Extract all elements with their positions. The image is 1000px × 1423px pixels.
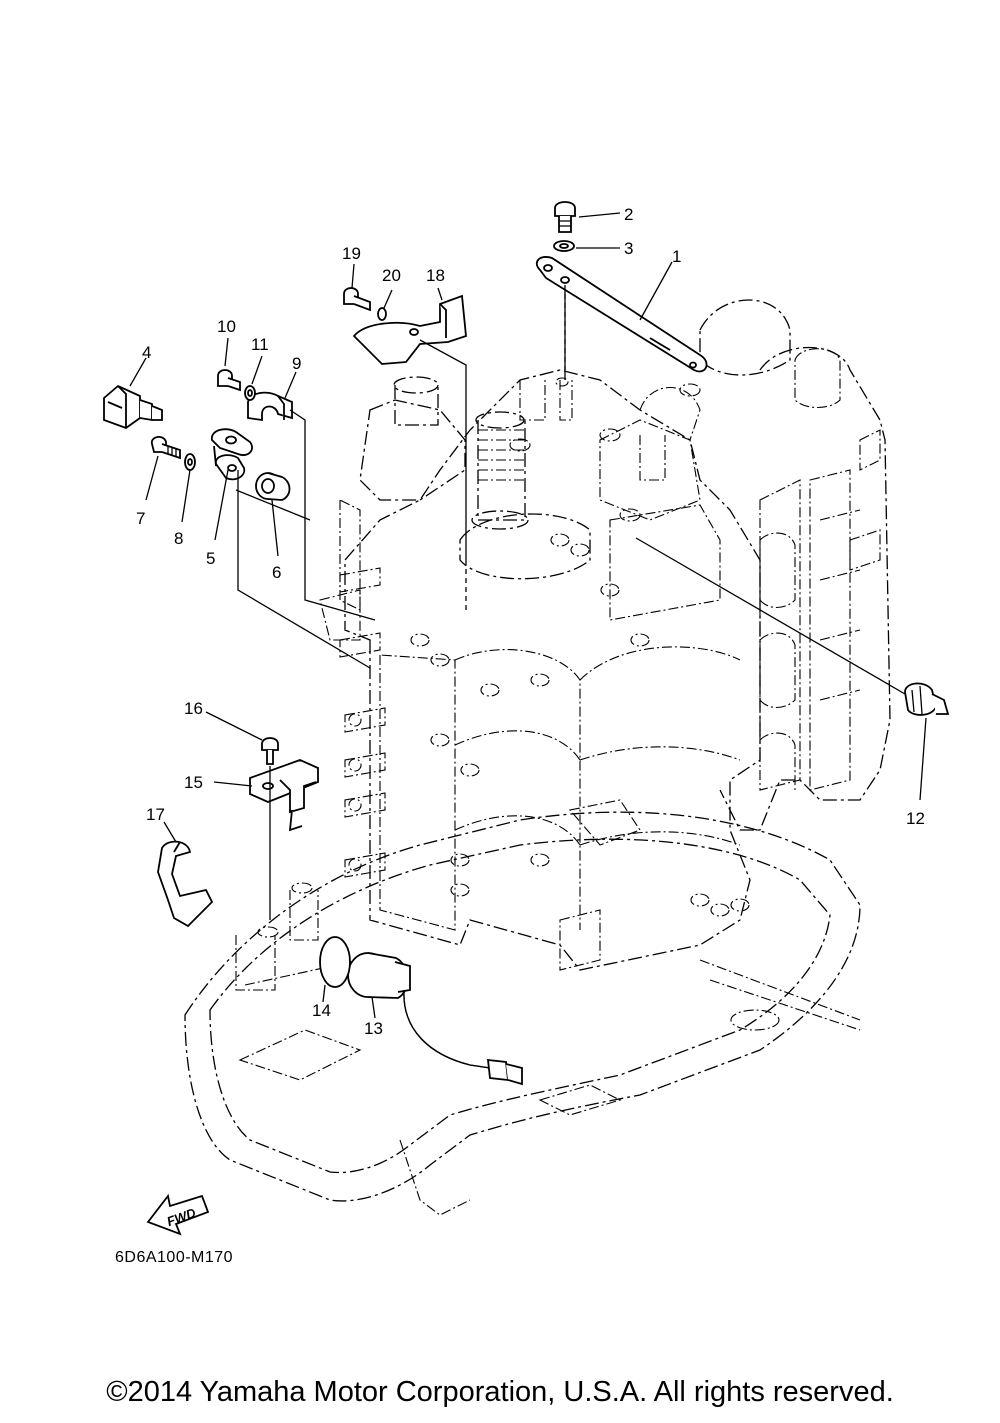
part-9-clamp: [247, 391, 293, 422]
part-15-holder: [249, 759, 319, 832]
callout-8: 8: [174, 529, 183, 548]
engine-ghost-outline: [184, 299, 891, 1216]
part-14-o-ring: [319, 936, 351, 988]
callout-13: 13: [364, 1019, 383, 1038]
fwd-arrow-icon: FWD: [146, 1193, 210, 1236]
callout-6: 6: [272, 563, 281, 582]
part-13-plug-assembly: [347, 952, 523, 1086]
part-6-grommet: [255, 472, 291, 501]
part-2-bolt: [554, 201, 576, 233]
diagram-code: 6D6A100-M170: [115, 1249, 233, 1266]
callout-19: 19: [342, 244, 361, 263]
callout-9: 9: [292, 354, 301, 373]
callout-11: 11: [251, 335, 269, 354]
part-20-washer: [377, 307, 387, 321]
callout-17: 17: [146, 805, 165, 824]
part-11-washer: [244, 385, 256, 401]
callout-12: 12: [906, 809, 925, 828]
callout-10: 10: [217, 317, 236, 336]
part-19-bolt: [343, 287, 371, 312]
assembly-lines: [235, 285, 906, 920]
callout-3: 3: [624, 239, 633, 258]
callout-4: 4: [142, 343, 151, 362]
part-1-bracket: [535, 256, 708, 373]
callout-5: 5: [206, 549, 215, 568]
callout-7: 7: [136, 509, 145, 528]
part-3-washer: [553, 240, 575, 252]
part-12-sensor: [904, 682, 950, 716]
copyright-notice: ©2014 Yamaha Motor Corporation, U.S.A. A…: [106, 1376, 894, 1408]
callout-labels: 2 3 1 19 20 18 10 11 9 4 7 8 5 6 12 16 1…: [136, 205, 925, 1038]
part-7-bolt: [151, 436, 181, 460]
callout-leaders: [129, 212, 927, 1019]
callout-2: 2: [624, 205, 633, 224]
part-10-bolt: [217, 369, 241, 392]
part-4-sensor: [103, 384, 163, 430]
callout-16: 16: [184, 699, 203, 718]
part-18-bracket: [352, 294, 467, 365]
part-8-washer: [184, 453, 196, 471]
callout-1: 1: [672, 247, 681, 266]
callout-15: 15: [184, 773, 203, 792]
callout-20: 20: [382, 266, 401, 285]
part-17-clip: [157, 840, 214, 928]
callout-14: 14: [312, 1001, 331, 1020]
callout-18: 18: [426, 266, 445, 285]
part-16-screw: [261, 737, 279, 765]
part-5-plate: [211, 428, 253, 481]
